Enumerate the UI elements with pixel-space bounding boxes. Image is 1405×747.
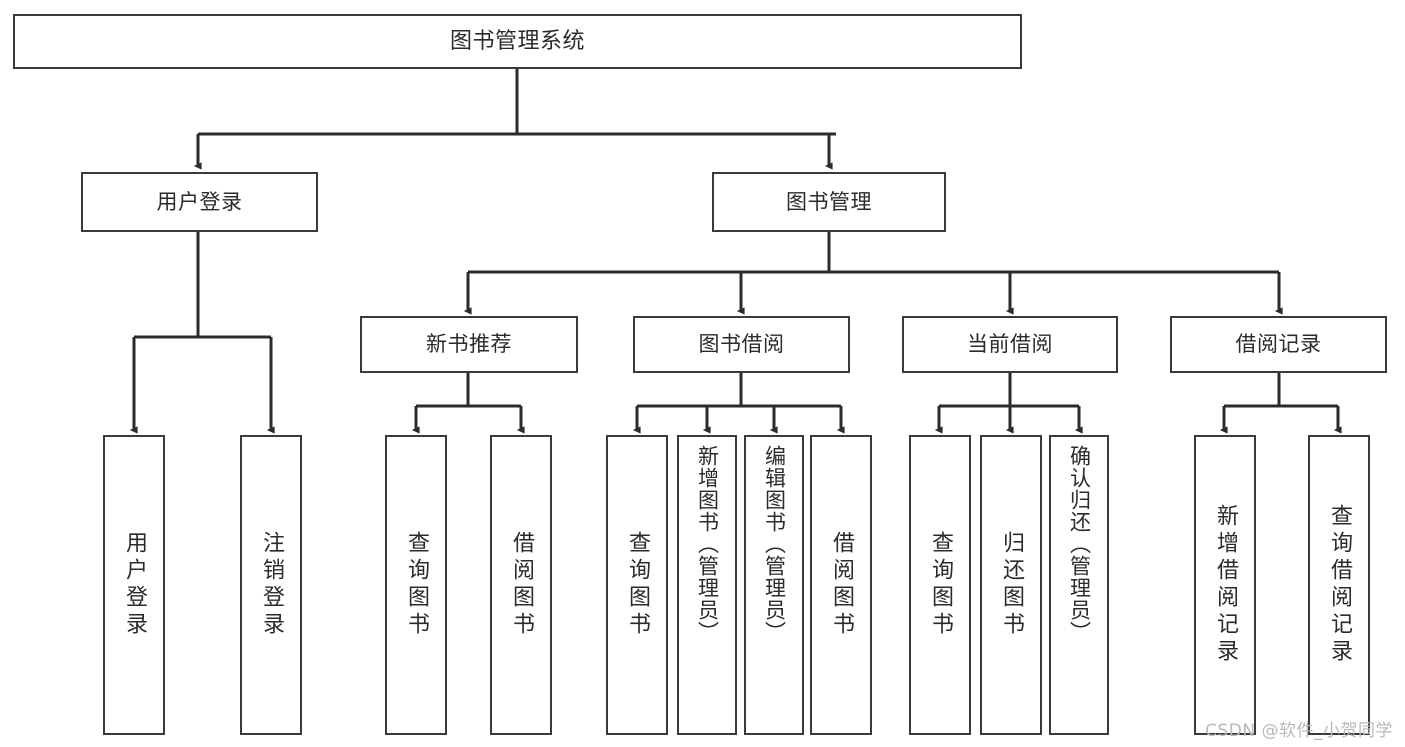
node-label: 查询图书	[625, 531, 650, 639]
leaf-borrow-borrow-book[interactable]: 借阅图书	[810, 435, 872, 735]
node-label: 注销登录	[259, 531, 284, 639]
node-label: 新书推荐	[426, 332, 512, 357]
node-label: 借阅记录	[1235, 332, 1322, 357]
node-label: 用户登录	[156, 189, 243, 214]
node-label: 归还图书	[999, 531, 1024, 639]
node-book-management[interactable]: 图书管理	[712, 172, 946, 232]
node-book-borrow[interactable]: 图书借阅	[633, 316, 850, 373]
node-borrow-record[interactable]: 借阅记录	[1170, 316, 1387, 373]
node-label: 编辑图书（管理员）	[762, 445, 787, 643]
leaf-recommend-query-book[interactable]: 查询图书	[385, 435, 447, 735]
leaf-user-login-signin[interactable]: 用户登录	[103, 435, 165, 735]
node-label: 图书借阅	[698, 332, 785, 357]
leaf-borrow-add-book-admin[interactable]: 新增图书（管理员）	[677, 435, 737, 735]
node-label: 新增借阅记录	[1213, 504, 1238, 666]
node-label: 图书管理系统	[449, 28, 585, 54]
node-label: 借阅图书	[509, 531, 534, 639]
node-label: 确认归还（管理员）	[1067, 445, 1092, 643]
leaf-current-confirm-return-admin[interactable]: 确认归还（管理员）	[1049, 435, 1109, 735]
node-label: 查询图书	[404, 531, 429, 639]
node-label: 新增图书（管理员）	[695, 445, 720, 643]
node-root-system[interactable]: 图书管理系统	[13, 14, 1022, 69]
node-current-borrow[interactable]: 当前借阅	[902, 316, 1118, 373]
node-label: 用户登录	[122, 531, 147, 639]
node-label: 图书管理	[786, 189, 872, 214]
leaf-record-query-record[interactable]: 查询借阅记录	[1308, 435, 1370, 735]
node-label: 查询借阅记录	[1327, 504, 1352, 666]
leaf-borrow-query-book[interactable]: 查询图书	[606, 435, 668, 735]
leaf-recommend-borrow-book[interactable]: 借阅图书	[490, 435, 552, 735]
node-user-login[interactable]: 用户登录	[81, 172, 318, 232]
watermark-text: CSDN @软件_小贺同学	[1205, 721, 1393, 741]
leaf-user-login-signout[interactable]: 注销登录	[240, 435, 302, 735]
node-label: 借阅图书	[829, 531, 854, 639]
node-label: 查询图书	[928, 531, 953, 639]
leaf-record-add-record[interactable]: 新增借阅记录	[1194, 435, 1256, 735]
leaf-current-return-book[interactable]: 归还图书	[980, 435, 1042, 735]
node-label: 当前借阅	[967, 332, 1053, 357]
leaf-current-query-book[interactable]: 查询图书	[909, 435, 971, 735]
node-new-book-recommend[interactable]: 新书推荐	[360, 316, 578, 373]
leaf-borrow-edit-book-admin[interactable]: 编辑图书（管理员）	[744, 435, 804, 735]
